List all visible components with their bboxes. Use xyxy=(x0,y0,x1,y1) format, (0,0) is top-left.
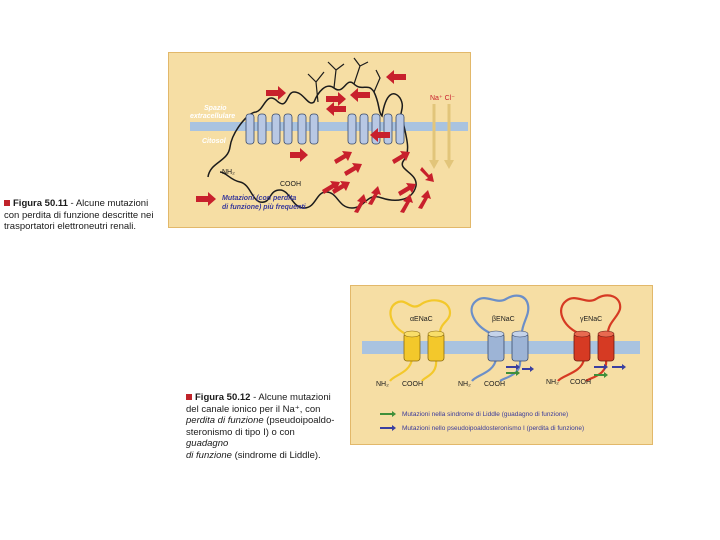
caption-text: - Alcune mutazioni xyxy=(67,198,149,209)
legend-pha1-text: Mutazioni nello pseudoipoaldosteronismo … xyxy=(402,425,584,432)
diagram-panel xyxy=(168,52,471,228)
beta-cooh-label: COOH xyxy=(484,381,505,388)
gamma-nh2-label: NH₂ xyxy=(546,379,559,386)
alpha-enac-label: αENaC xyxy=(410,316,433,323)
beta-mutation-arrows xyxy=(506,364,534,376)
caption-text: di funzione xyxy=(186,449,232,461)
caption-text: steronismo di tipo I) o con xyxy=(186,426,295,438)
legend-green-arrow xyxy=(380,411,396,417)
caption-bullet xyxy=(186,394,192,401)
enac-channel-diagram: αENaC βENaC γENaC NH₂ COOH NH₂ COOH NH₂ … xyxy=(350,285,653,445)
cytosol-label: Citosol xyxy=(202,138,227,145)
nh2-label: NH₂ xyxy=(222,169,235,176)
caption-text: trasportatori elettroneutri renali. xyxy=(4,221,137,232)
polypeptide-chain xyxy=(207,81,417,209)
mutation-arrows xyxy=(196,70,434,213)
alpha-nh2-label: NH₂ xyxy=(376,381,389,388)
caption-text: con perdita di funzione descritte nei xyxy=(4,209,154,221)
beta-enac-subunit xyxy=(470,294,530,382)
ion-transport-arrows xyxy=(429,104,454,169)
alpha-cooh-label: COOH xyxy=(402,381,423,388)
figure-caption-50-11: Figura 50.11 - Alcune mutazioni con perd… xyxy=(4,198,154,233)
membrane-band xyxy=(190,122,468,131)
legend-text-line2: di funzione) più frequenti xyxy=(222,204,307,211)
caption-figure-number: Figura 50.11 xyxy=(13,198,68,209)
transporter-diagram: Spazio extracellulare Citosol NH₂ COOH N… xyxy=(168,52,471,228)
caption-text: guadagno xyxy=(186,438,229,449)
legend-text-line1: Mutazioni (con perdita xyxy=(222,195,296,202)
legend-blue-arrow xyxy=(380,425,396,431)
gamma-cooh-label: COOH xyxy=(570,379,591,386)
extracellular-label-line2: extracellulare xyxy=(190,113,235,120)
gamma-enac-label: γENaC xyxy=(580,316,602,323)
caption-bullet xyxy=(4,200,10,207)
beta-enac-label: βENaC xyxy=(492,316,515,323)
figure-caption-50-12: Figura 50.12 - Alcune mutazioni del cana… xyxy=(186,392,336,461)
beta-nh2-label: NH₂ xyxy=(458,381,471,388)
cooh-label: COOH xyxy=(280,181,301,188)
caption-figure-number: Figura 50.12 xyxy=(195,392,251,403)
diagram-panel xyxy=(350,285,653,445)
caption-text: (pseudoipoaldo- xyxy=(263,415,335,426)
transmembrane-segments xyxy=(245,113,405,145)
legend-liddle-text: Mutazioni nella sindrome di Liddle (guad… xyxy=(402,411,568,418)
ions-label: Na⁺ Cl⁻ xyxy=(430,95,455,102)
caption-text: perdita di funzione xyxy=(186,415,264,426)
caption-text: del canale ionico per il Na⁺, con xyxy=(186,403,321,415)
extracellular-label-line1: Spazio xyxy=(204,105,227,112)
alpha-enac-subunit xyxy=(389,299,452,382)
glycan-branches xyxy=(307,57,381,103)
gamma-mutation-arrows xyxy=(594,364,626,378)
caption-text: (sindrome di Liddle). xyxy=(231,449,321,461)
caption-text: - Alcune mutazioni xyxy=(250,392,331,403)
